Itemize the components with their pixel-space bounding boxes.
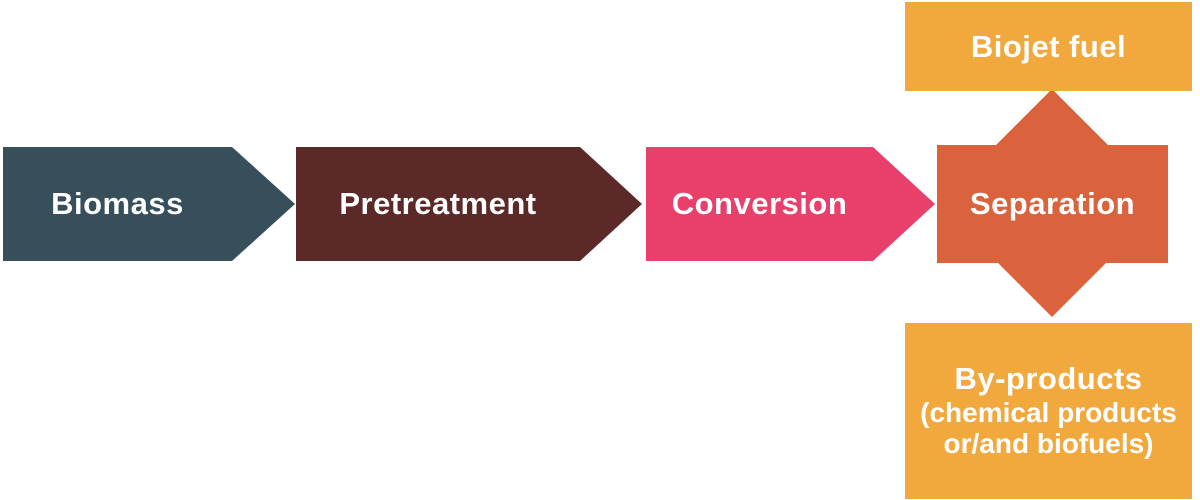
- biojet-fuel-box: Biojet fuel: [905, 2, 1192, 91]
- byproducts-title: By-products: [954, 361, 1143, 397]
- conversion-arrow-shape: [646, 147, 935, 261]
- biojet-fuel-label: Biojet fuel: [970, 28, 1127, 64]
- separation-rect-shape: [937, 145, 1168, 263]
- byproducts-box: By-products (chemical products or/and bi…: [905, 323, 1192, 499]
- biomass-arrow-shape: [3, 147, 295, 261]
- byproducts-subtitle-line1: (chemical products: [920, 397, 1177, 428]
- pretreatment-arrow-shape: [296, 147, 642, 261]
- byproducts-subtitle-line2: or/and biofuels): [943, 428, 1154, 460]
